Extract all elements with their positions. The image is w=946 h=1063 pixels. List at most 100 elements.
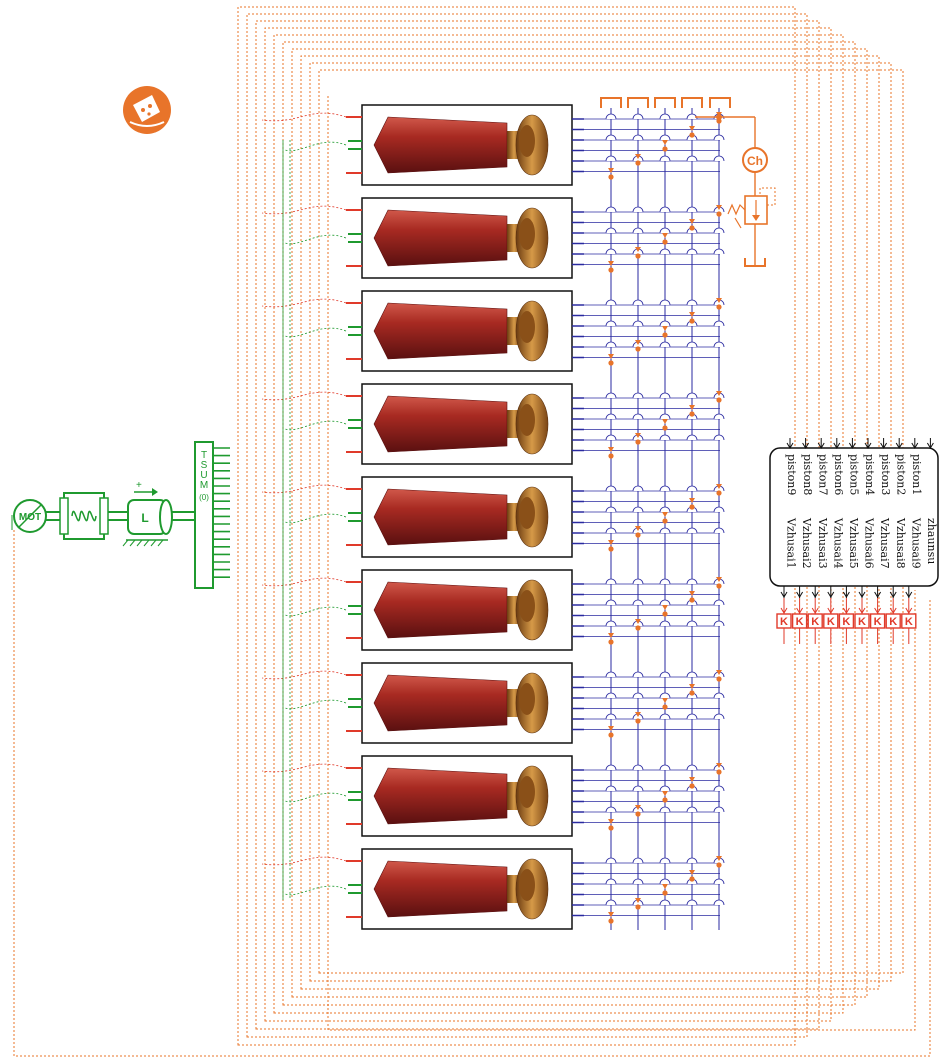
junction-arrow — [689, 405, 695, 410]
crossing-arc — [605, 599, 617, 606]
junction-dot — [716, 114, 722, 120]
sum-letter: M — [200, 480, 208, 491]
crossing-arc — [659, 320, 671, 327]
junction-dot — [608, 732, 614, 738]
gain-arrow — [905, 607, 913, 614]
junction-arrow — [608, 633, 614, 638]
junction-arrow — [635, 898, 641, 903]
crossing-arc — [713, 878, 725, 885]
junction-dot — [662, 611, 668, 617]
crossing-arc — [605, 227, 617, 234]
crossing-arc — [605, 857, 617, 864]
junction-dot — [635, 811, 641, 817]
hydraulic-loop-line — [264, 27, 832, 1022]
crossing-arc — [605, 392, 617, 399]
junction-arrow — [608, 540, 614, 545]
pistons-layer — [346, 104, 584, 930]
junction-dot — [635, 718, 641, 724]
junction-dot — [716, 862, 722, 868]
junction-arrow — [716, 205, 722, 210]
torque-sum-block — [194, 441, 214, 589]
junction-arrow — [689, 498, 695, 503]
mech-link-line — [284, 606, 347, 617]
piston-cylinder — [373, 209, 508, 267]
signal-link-line — [261, 391, 347, 401]
output-pin-arrow — [905, 591, 913, 598]
port-label-zhaunsu: zhaunsu — [925, 518, 938, 564]
junction-arrow — [716, 391, 722, 396]
port-label-piston5: piston5 — [848, 454, 861, 495]
gain-label: K — [905, 616, 913, 628]
junction-arrow — [662, 140, 668, 145]
junction-dot — [662, 797, 668, 803]
crossing-arc — [632, 134, 644, 141]
crossing-arc — [605, 134, 617, 141]
junction-dot — [608, 825, 614, 831]
crossing-arc — [605, 434, 617, 441]
crossing-arc — [686, 806, 698, 813]
load-end — [159, 499, 173, 535]
crossing-arc — [659, 899, 671, 906]
crossing-arc — [659, 206, 671, 213]
gain-arrow — [858, 607, 866, 614]
crossing-arc — [713, 227, 725, 234]
port-label-piston9: piston9 — [785, 454, 798, 495]
crossing-arc — [659, 113, 671, 120]
crossing-arc — [605, 320, 617, 327]
piston-cylinder — [373, 674, 508, 732]
tank-icon — [654, 97, 676, 108]
junction-arrow — [662, 419, 668, 424]
junction-dot — [662, 332, 668, 338]
crossing-arc — [686, 341, 698, 348]
port-label-Vzhusai8: Vzhusai8 — [894, 517, 907, 569]
piston-cylinder — [373, 860, 508, 918]
sum-letter: S — [201, 460, 208, 471]
crossing-arc — [659, 785, 671, 792]
mech-link-line — [284, 234, 347, 245]
crossing-arc — [659, 392, 671, 399]
gain-label: K — [858, 616, 866, 628]
output-pin-arrow — [780, 591, 788, 598]
junction-dot — [608, 918, 614, 924]
crossing-arc — [605, 206, 617, 213]
crossing-arc — [605, 806, 617, 813]
crossing-arc — [713, 341, 725, 348]
mech-link-line — [284, 327, 347, 338]
crossing-arc — [713, 506, 725, 513]
tank-icon — [709, 97, 731, 108]
junction-dot — [689, 876, 695, 882]
piston-cap-inner — [519, 311, 535, 343]
piston-cap-inner — [519, 218, 535, 250]
crossing-arc — [713, 320, 725, 327]
junction-arrow — [689, 870, 695, 875]
signal-link-line — [261, 670, 347, 680]
crossing-arc — [713, 155, 725, 162]
crossing-arc — [632, 857, 644, 864]
piston-cylinder — [373, 581, 508, 639]
output-pin-arrow — [842, 591, 850, 598]
piston-cap-inner — [519, 683, 535, 715]
port-label-piston8: piston8 — [801, 454, 814, 495]
crossing-arc — [659, 485, 671, 492]
junction-dot — [635, 160, 641, 166]
junction-dot — [689, 504, 695, 510]
crossing-arc — [659, 248, 671, 255]
signal-link-line — [261, 205, 347, 215]
junction-arrow — [635, 154, 641, 159]
hydraulic-loop-line — [291, 48, 868, 998]
port-label-piston7: piston7 — [816, 454, 829, 495]
crossing-arc — [686, 857, 698, 864]
port-label-Vzhusai6: Vzhusai6 — [863, 517, 876, 569]
junction-dot — [689, 225, 695, 231]
junction-dot — [635, 532, 641, 538]
piston-row-3 — [346, 290, 584, 372]
load-label: L — [141, 511, 148, 525]
input-pin-arrow — [880, 442, 888, 449]
crossing-arc — [632, 227, 644, 234]
crossing-arc — [605, 485, 617, 492]
crossing-arc — [605, 671, 617, 678]
piston-row-5 — [346, 476, 584, 558]
junction-arrow — [608, 726, 614, 731]
fluid-beaker-icon — [133, 95, 160, 122]
junction-dot — [716, 304, 722, 310]
